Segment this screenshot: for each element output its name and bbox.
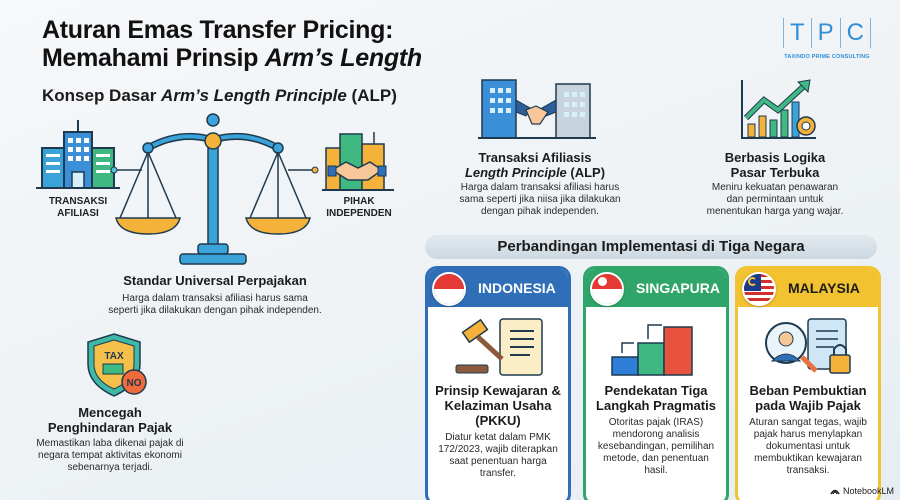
gavel-document-icon (455, 318, 543, 376)
growth-chart-gear-icon (741, 79, 816, 139)
malaysia-desc: Aturan sangat tegas, wajib pajak harus m… (749, 417, 867, 476)
title-line-2: Memahami Prinsip Arm’s Length (42, 44, 422, 72)
title-line-1: Aturan Emas Transfer Pricing: (42, 16, 394, 44)
card-header: SINGAPURA (586, 269, 726, 307)
feature-pasar-heading: Berbasis Logika Pasar Terbuka (724, 150, 826, 180)
three-step-blocks-icon (611, 324, 693, 376)
indonesia-flag-icon (432, 272, 466, 306)
indonesia-desc: Diatur ketat dalam PMK 172/2023, wajib d… (438, 432, 558, 479)
buildings-handshake-icon (478, 79, 596, 139)
office-building-icon (36, 120, 120, 189)
card-header: INDONESIA (428, 269, 568, 307)
feature-pajak-heading: Mencegah Penghindaran Pajak (47, 405, 173, 435)
malaysia-flag-icon (742, 272, 776, 306)
logo-letters: T P C (774, 18, 880, 48)
tpc-logo: T P C TAXINDO PRIME CONSULTING (774, 18, 880, 60)
balance-scale-icon (110, 113, 319, 265)
singapura-heading: Pendekatan Tiga Langkah Pragmatis (596, 383, 716, 413)
singapore-flag-icon (590, 272, 624, 306)
label-pihak-independen: PIHAK INDEPENDEN (326, 196, 392, 219)
section-subtitle: Konsep Dasar Arm’s Length Principle (ALP… (42, 86, 397, 105)
standar-universal-heading: Standar Universal Perpajakan (123, 273, 307, 288)
indonesia-heading: Prinsip Kewajaran & Kelaziman Usaha (PKK… (435, 383, 561, 428)
country-card-singapura: SINGAPURA Pendekatan Tiga Langkah Pragma… (583, 266, 729, 500)
tax-shield-no-icon: TAX NO (87, 333, 147, 397)
svg-text:NO: NO (127, 378, 142, 389)
standar-universal-desc: Harga dalam transaksi afiliasi harus sam… (108, 293, 322, 316)
notebooklm-logo-icon (830, 489, 840, 495)
handshake-buildings-icon (322, 132, 394, 191)
label-transaksi-afiliasi: TRANSAKSI AFILIASI (48, 196, 108, 219)
card-header: MALAYSIA (738, 269, 878, 307)
page-title: Aturan Emas Transfer Pricing: Memahami P… (42, 16, 482, 72)
feature-pajak-desc: Memastikan laba dikenai pajak di negara … (36, 438, 184, 473)
notebooklm-watermark: NotebookLM (830, 486, 894, 496)
feature-alp-heading: Transaksi Afiliasis Length Principle (AL… (464, 150, 606, 180)
svg-text:TAX: TAX (104, 351, 124, 362)
country-card-malaysia: MALAYSIA Beban Pembuktian pada Wajib Paj… (735, 266, 881, 500)
singapura-desc: Otoritas pajak (IRAS) mendorong analisis… (597, 417, 715, 476)
comparison-title-bar: Perbandingan Implementasi di Tiga Negara (425, 235, 877, 259)
magnifier-person-lock-icon (765, 318, 851, 374)
feature-pasar-desc: Meniru kekuatan penawaran dan permintaan… (706, 182, 844, 217)
logo-tagline: TAXINDO PRIME CONSULTING (784, 54, 870, 60)
malaysia-heading: Beban Pembuktian pada Wajib Pajak (749, 383, 867, 413)
feature-alp-desc: Harga dalam transaksi afiliasi harus sam… (459, 182, 621, 217)
country-card-indonesia: INDONESIA Prinsip Kewajaran & Kelaziman … (425, 266, 571, 500)
